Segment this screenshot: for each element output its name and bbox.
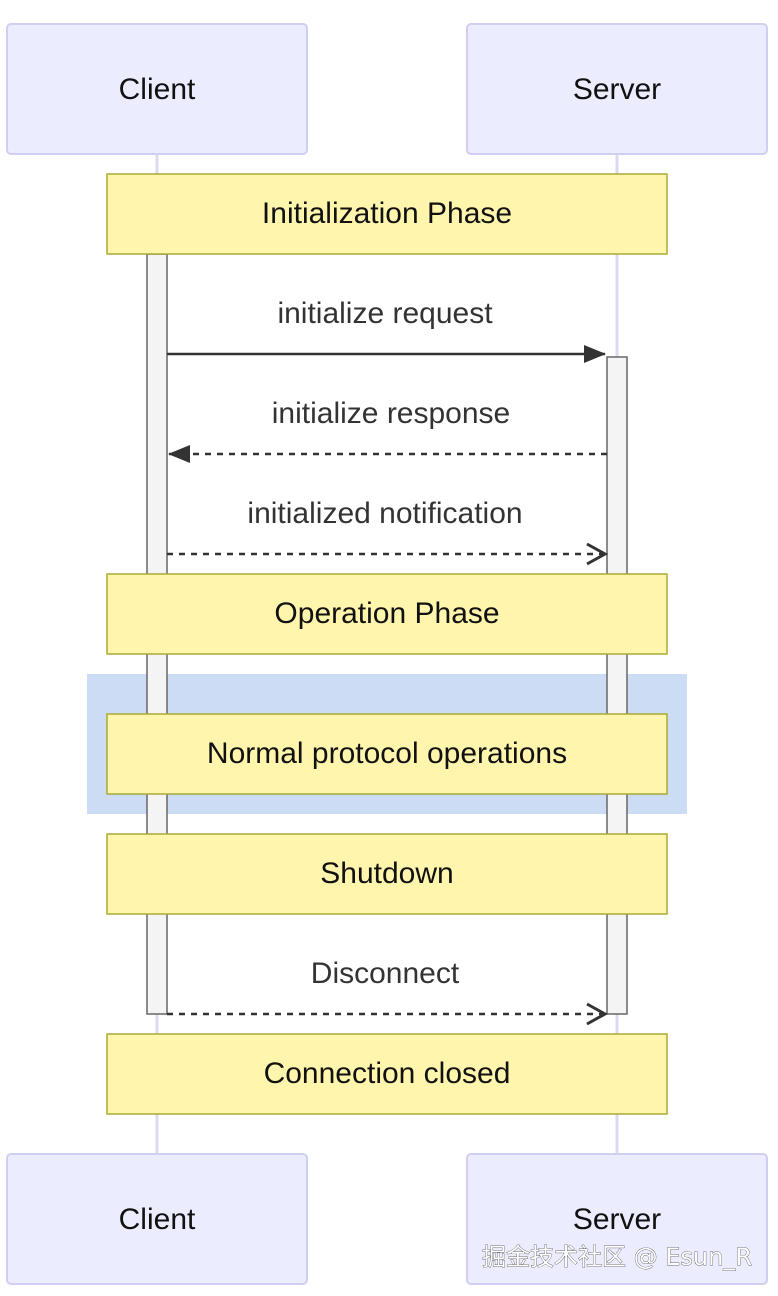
watermark-text: 掘金技术社区 @ Esun_R: [482, 1243, 752, 1271]
client-actor-top-label: Client: [119, 73, 196, 106]
note-normal-protocol-operations-label: Normal protocol operations: [207, 737, 567, 770]
note-connection-closed-label: Connection closed: [264, 1057, 511, 1090]
note-normal-protocol-operations: Normal protocol operations: [106, 713, 668, 795]
client-actor-bottom-label: Client: [119, 1203, 196, 1236]
note-operation-phase-label: Operation Phase: [274, 597, 499, 630]
server-actor-bottom: Server: [466, 1153, 768, 1285]
server-activation-bar: [606, 356, 628, 1015]
client-actor-bottom: Client: [6, 1153, 308, 1285]
note-initialization-phase: Initialization Phase: [106, 173, 668, 255]
client-actor-top: Client: [6, 23, 308, 155]
message-initialized-notification-label: initialized notification: [247, 497, 522, 530]
server-actor-bottom-label: Server: [573, 1203, 661, 1236]
server-actor-top: Server: [466, 23, 768, 155]
note-shutdown-label: Shutdown: [320, 857, 453, 890]
note-initialization-phase-label: Initialization Phase: [262, 197, 512, 230]
message-initialize-response-label: initialize response: [272, 397, 510, 430]
note-operation-phase: Operation Phase: [106, 573, 668, 655]
server-actor-top-label: Server: [573, 73, 661, 106]
message-initialize-request-label: initialize request: [277, 297, 493, 330]
note-connection-closed: Connection closed: [106, 1033, 668, 1115]
message-disconnect-label: Disconnect: [311, 957, 460, 990]
note-shutdown: Shutdown: [106, 833, 668, 915]
